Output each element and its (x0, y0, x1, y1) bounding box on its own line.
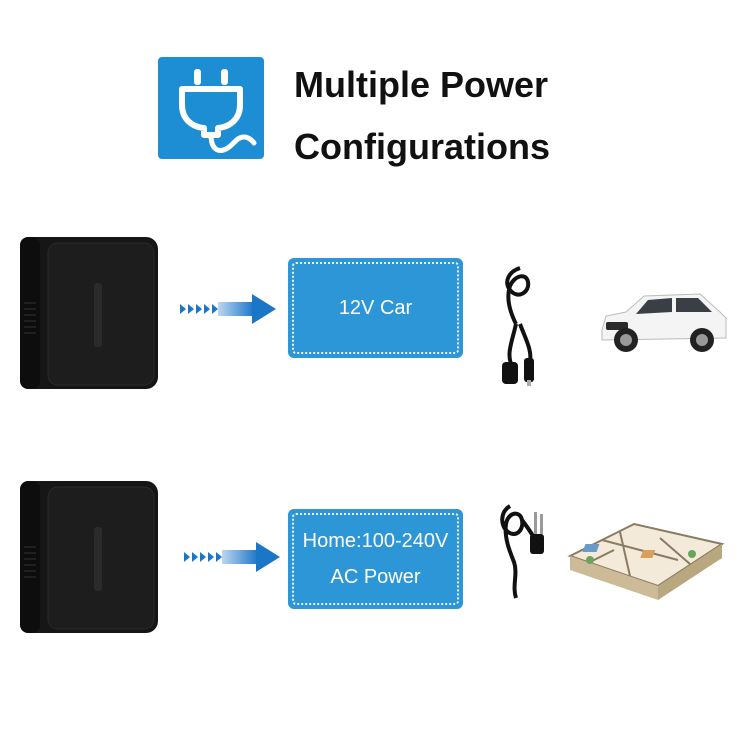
mini-fridge-image (18, 477, 160, 635)
power-option-box: 12V Car (288, 258, 463, 358)
power-option-box: Home:100-240V AC Power (288, 509, 463, 609)
power-option-label: Home:100-240V (302, 530, 449, 552)
white-suv-car-image (596, 284, 730, 360)
mini-fridge-image (18, 233, 160, 391)
home-floorplan-image (560, 504, 732, 612)
power-option-label: 12V Car (338, 297, 413, 319)
arrow-right-icon (178, 292, 278, 326)
plug-icon (158, 57, 264, 159)
power-option-sublabel: AC Power (330, 566, 421, 588)
arrow-right-icon (182, 540, 282, 574)
car-charger-cable-image (490, 262, 550, 388)
page-title: Multiple Power Configurations (294, 64, 550, 167)
ac-power-cable-image (494, 498, 554, 608)
